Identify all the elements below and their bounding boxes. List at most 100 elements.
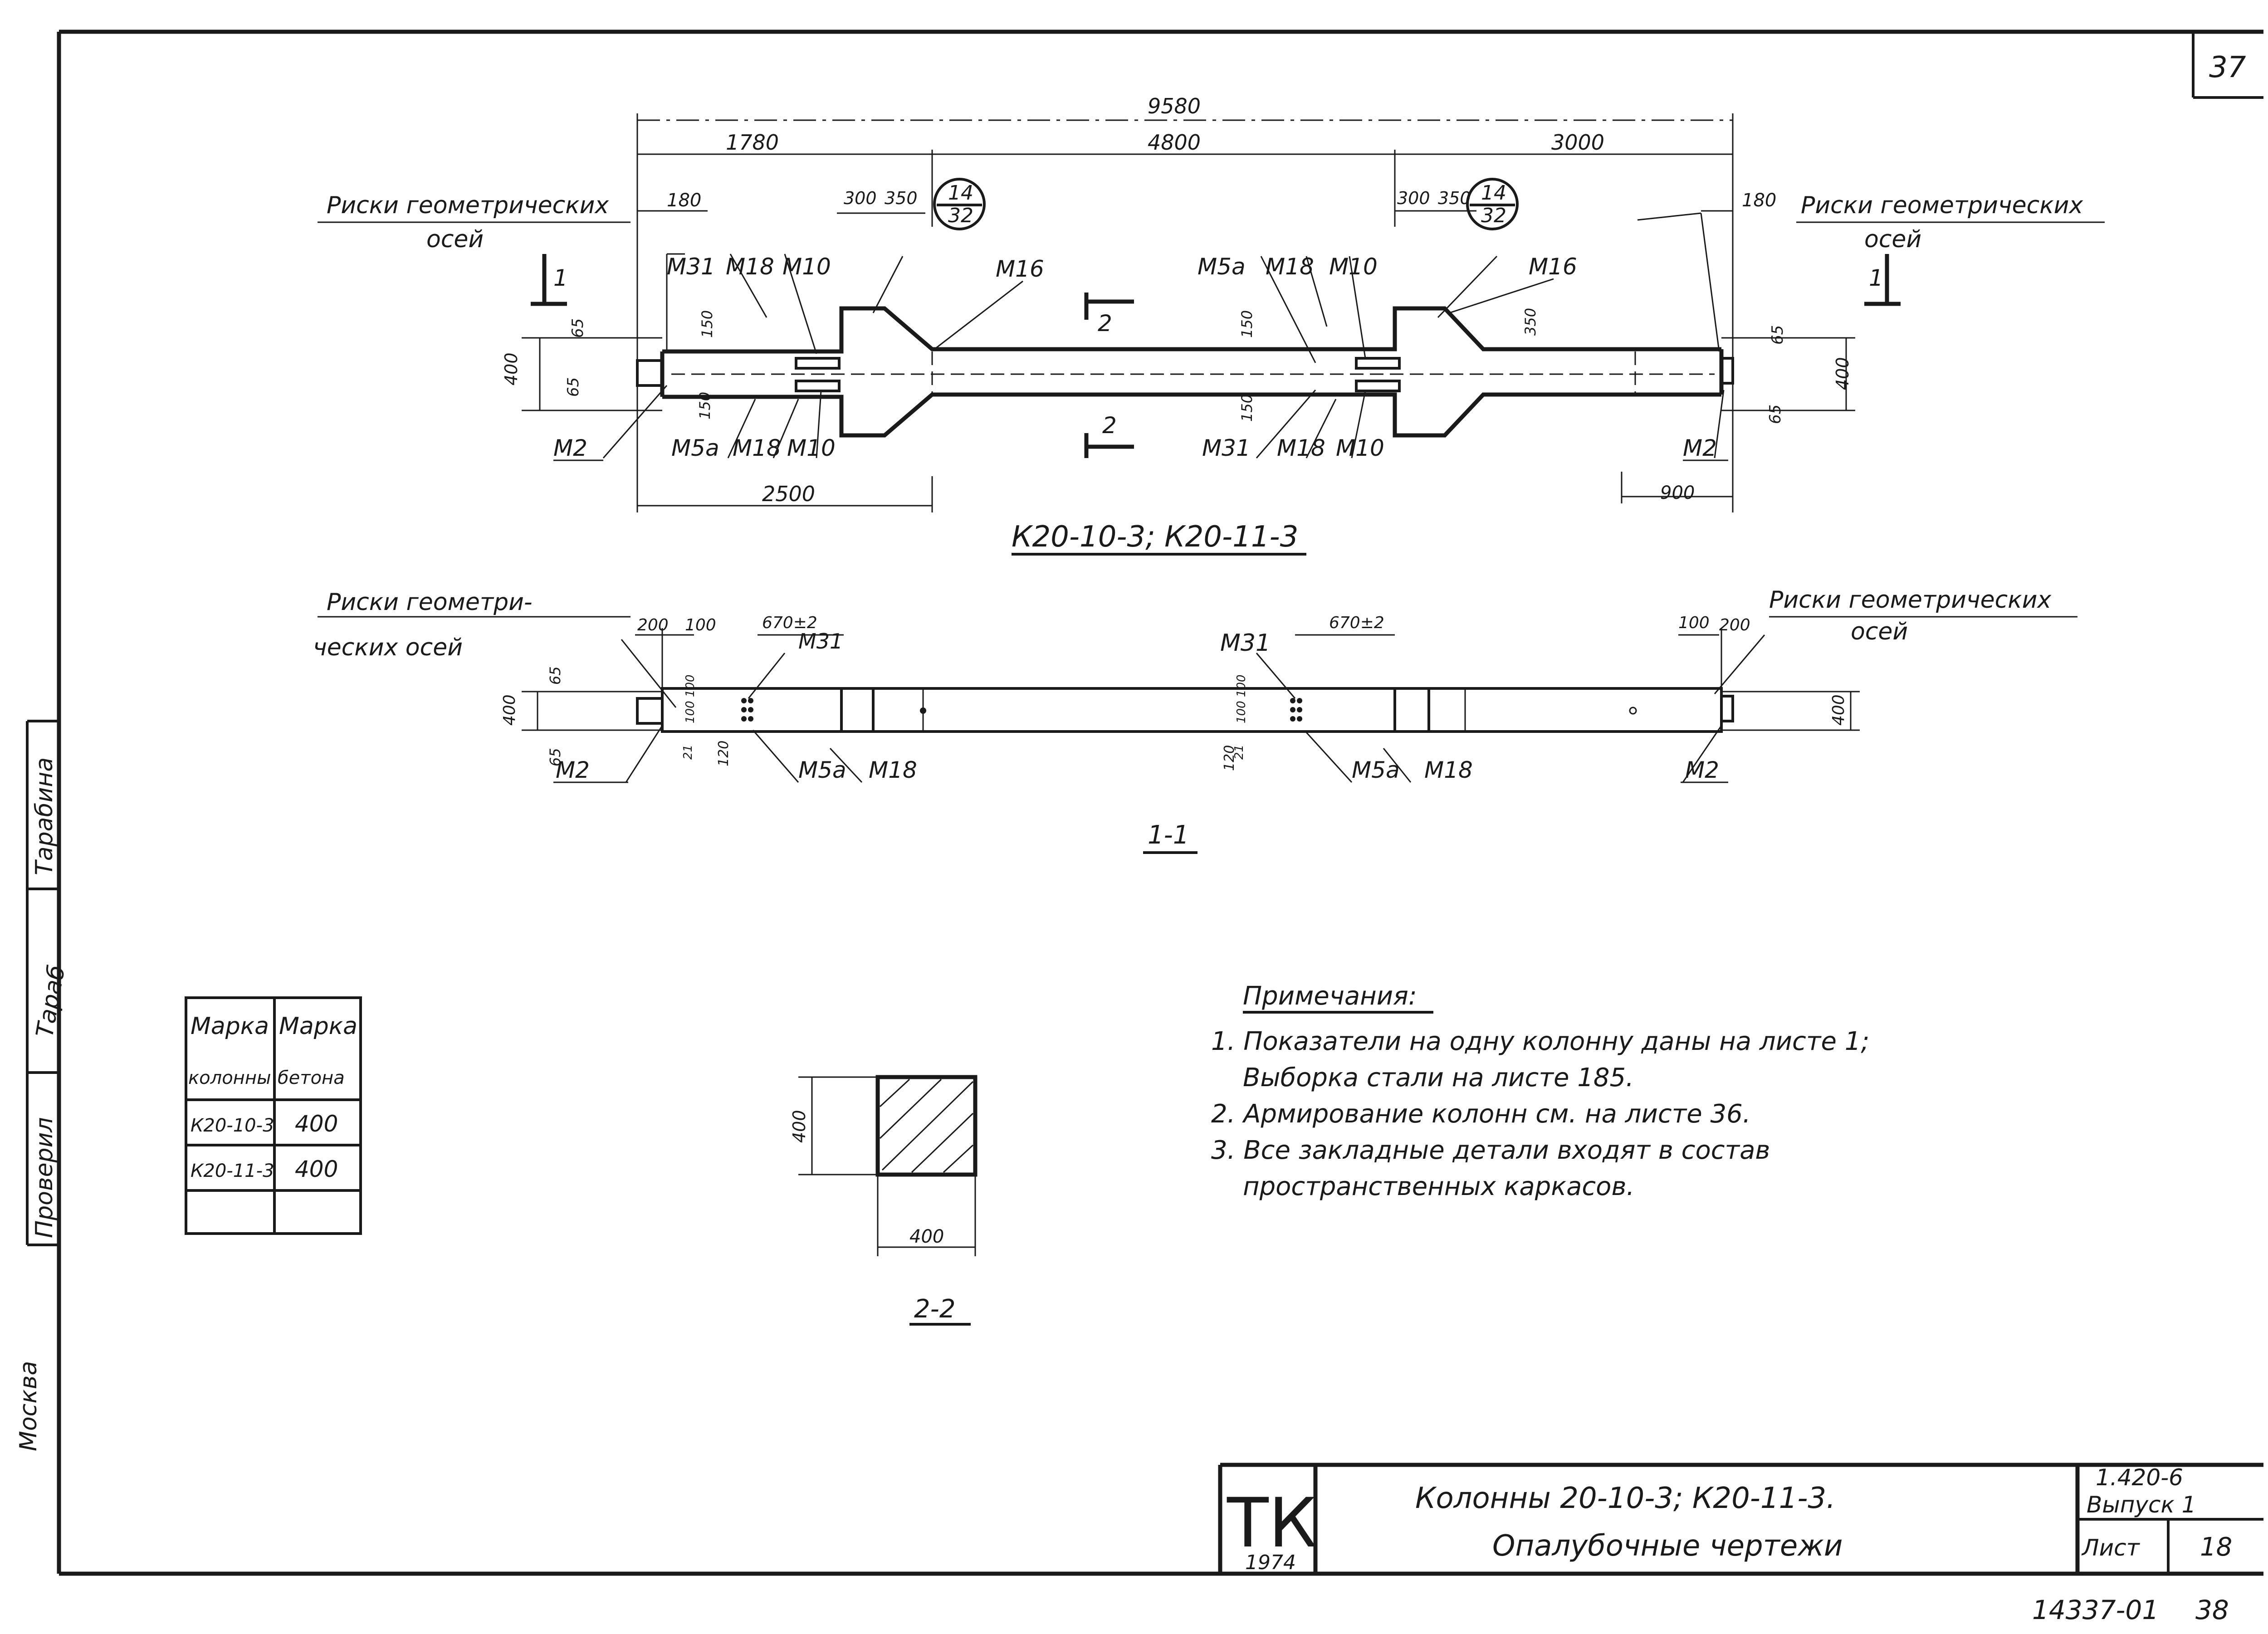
s11-dim-100-100-l: 100 100	[684, 674, 697, 723]
s11-mark-m2-l: М2	[556, 757, 590, 783]
section-1-1-title: 1-1	[1148, 820, 1189, 850]
mark-table	[185, 996, 362, 1235]
s11-mark-m18-l: М18	[869, 757, 917, 783]
s11-dim-100-l: 100	[685, 616, 716, 634]
side-city: Москва	[15, 1361, 42, 1451]
mark-m2-l: М2	[553, 435, 587, 461]
dim-65-c: 65	[1769, 325, 1787, 345]
detail-right-sheet: 32	[1481, 204, 1506, 227]
detail-left-sheet: 32	[948, 204, 973, 227]
plan-view	[318, 113, 2105, 512]
dim-150-b: 150	[696, 392, 714, 419]
s11-dim-200-l: 200	[637, 616, 669, 634]
side-signer: Тарабина	[31, 757, 58, 875]
table-row-2-concrete: 400	[295, 1156, 338, 1182]
dim-400-plan-right: 400	[1833, 357, 1853, 390]
dim-350-vertical: 350	[1522, 308, 1539, 336]
s11-dim-65-l: 65	[547, 666, 564, 685]
title-issue: Выпуск 1	[2087, 1492, 2196, 1518]
s11-mark-m31-r: М31	[1220, 629, 1271, 657]
note-2: 2. Армирование колонн см. на листе 36.	[1211, 1099, 1751, 1129]
dim-1780: 1780	[726, 130, 779, 155]
mark-m10-bot-l: М10	[787, 435, 836, 461]
mark-m18-bot-r: М18	[1277, 435, 1325, 461]
s11-axes-left-1: Риски геометри-	[327, 589, 533, 616]
page-number: 37	[2209, 51, 2246, 84]
dim-total: 9580	[1148, 94, 1201, 118]
table-row-1-col: К20-10-3	[191, 1115, 274, 1136]
s11-axes-left-2: ческих осей	[313, 634, 463, 661]
dim-180-left: 180	[667, 190, 701, 211]
s11-dim-200-r: 200	[1719, 616, 1750, 634]
side-signature: Тараб	[31, 963, 71, 1040]
s11-dim-21-l: 21	[681, 745, 695, 760]
dim-300-left: 300	[844, 188, 877, 208]
title-series: 1.420-6	[2096, 1464, 2183, 1491]
dim-300-right: 300	[1397, 188, 1430, 208]
mark-m10-bot-r: М10	[1336, 435, 1384, 461]
s11-dim-120-r: 120	[1222, 745, 1237, 771]
title-logo: ТК	[1227, 1484, 1317, 1563]
title-sheet-number: 18	[2200, 1532, 2232, 1562]
dim-150-d: 150	[1238, 394, 1256, 422]
mark-m2-r: М2	[1683, 435, 1717, 461]
mark-m16-l: М16	[996, 256, 1044, 282]
table-row-1-concrete: 400	[295, 1111, 338, 1137]
section-2-2-title: 2-2	[914, 1294, 955, 1324]
title-year: 1974	[1245, 1551, 1296, 1574]
mark-m18-top-r: М18	[1266, 254, 1314, 280]
dim-4800: 4800	[1148, 130, 1201, 155]
side-checked: Проверил	[31, 1117, 58, 1238]
cut-2-bottom: 2	[1102, 412, 1117, 439]
detail-callout-left	[933, 178, 986, 230]
mark-m5a-top: М5а	[1198, 254, 1246, 280]
cut-1-left: 1	[553, 265, 568, 291]
detail-right-num: 14	[1481, 181, 1506, 205]
table-row-2-col: К20-11-3	[191, 1161, 274, 1181]
s11-dim-65-l2: 65	[547, 748, 564, 766]
title-line-2: Опалубочные чертежи	[1492, 1529, 1843, 1563]
sheet-frame	[57, 29, 2263, 1576]
mark-m18-bot-l: М18	[733, 435, 781, 461]
s11-dim-100-100-r: 100 100	[1235, 674, 1248, 723]
mark-m5a-bot: М5а	[671, 435, 719, 461]
s22-dim-w: 400	[909, 1226, 944, 1247]
s11-mark-m31-l: М31	[798, 629, 843, 654]
s11-dim-400-r: 400	[1829, 694, 1848, 726]
mark-m10-top-r: М10	[1329, 254, 1378, 280]
bottom-page: 38	[2195, 1595, 2229, 1625]
s11-axes-right-2: осей	[1851, 618, 1908, 645]
note-1b: Выборка стали на листе 185.	[1243, 1063, 1634, 1093]
s11-mark-m5a-r: М5а	[1352, 757, 1400, 783]
dim-180-right: 180	[1742, 190, 1776, 211]
dim-65-a: 65	[569, 318, 587, 338]
note-3b: пространственных каркасов.	[1243, 1172, 1634, 1201]
dim-400-plan-left: 400	[501, 352, 521, 385]
note-1a: 1. Показатели на одну колонну даны на ли…	[1211, 1027, 1869, 1056]
title-line-1: Колонны 20-10-3; К20-11-3.	[1415, 1482, 1835, 1515]
s11-axes-right-1: Риски геометрических	[1769, 586, 2052, 614]
dim-65-b: 65	[564, 377, 582, 397]
notes-title: Примечания:	[1243, 981, 1417, 1011]
s11-dim-400-l: 400	[500, 694, 519, 726]
s11-dim-100-r: 100	[1678, 614, 1710, 632]
bottom-code: 14337-01	[2032, 1595, 2159, 1625]
dim-350-left: 350	[885, 188, 918, 208]
s11-mark-m18-r: М18	[1424, 757, 1473, 783]
mark-m31-bot: М31	[1202, 435, 1251, 461]
s11-dim-21-r: 21	[1232, 745, 1246, 760]
dim-65-d: 65	[1766, 405, 1784, 424]
dim-3000: 3000	[1551, 130, 1604, 155]
section-1-1	[318, 616, 2077, 783]
cut-1-right: 1	[1869, 265, 1883, 291]
note-3a: 3. Все закладные детали входят в состав	[1211, 1136, 1770, 1165]
dim-900: 900	[1660, 483, 1695, 503]
mark-m31-top: М31	[667, 254, 715, 280]
axes-note-left-1: Риски геометрических	[327, 192, 609, 219]
dim-2500: 2500	[762, 482, 815, 506]
axes-note-right-2: осей	[1864, 226, 1921, 253]
mark-m18-top-l: М18	[726, 254, 774, 280]
